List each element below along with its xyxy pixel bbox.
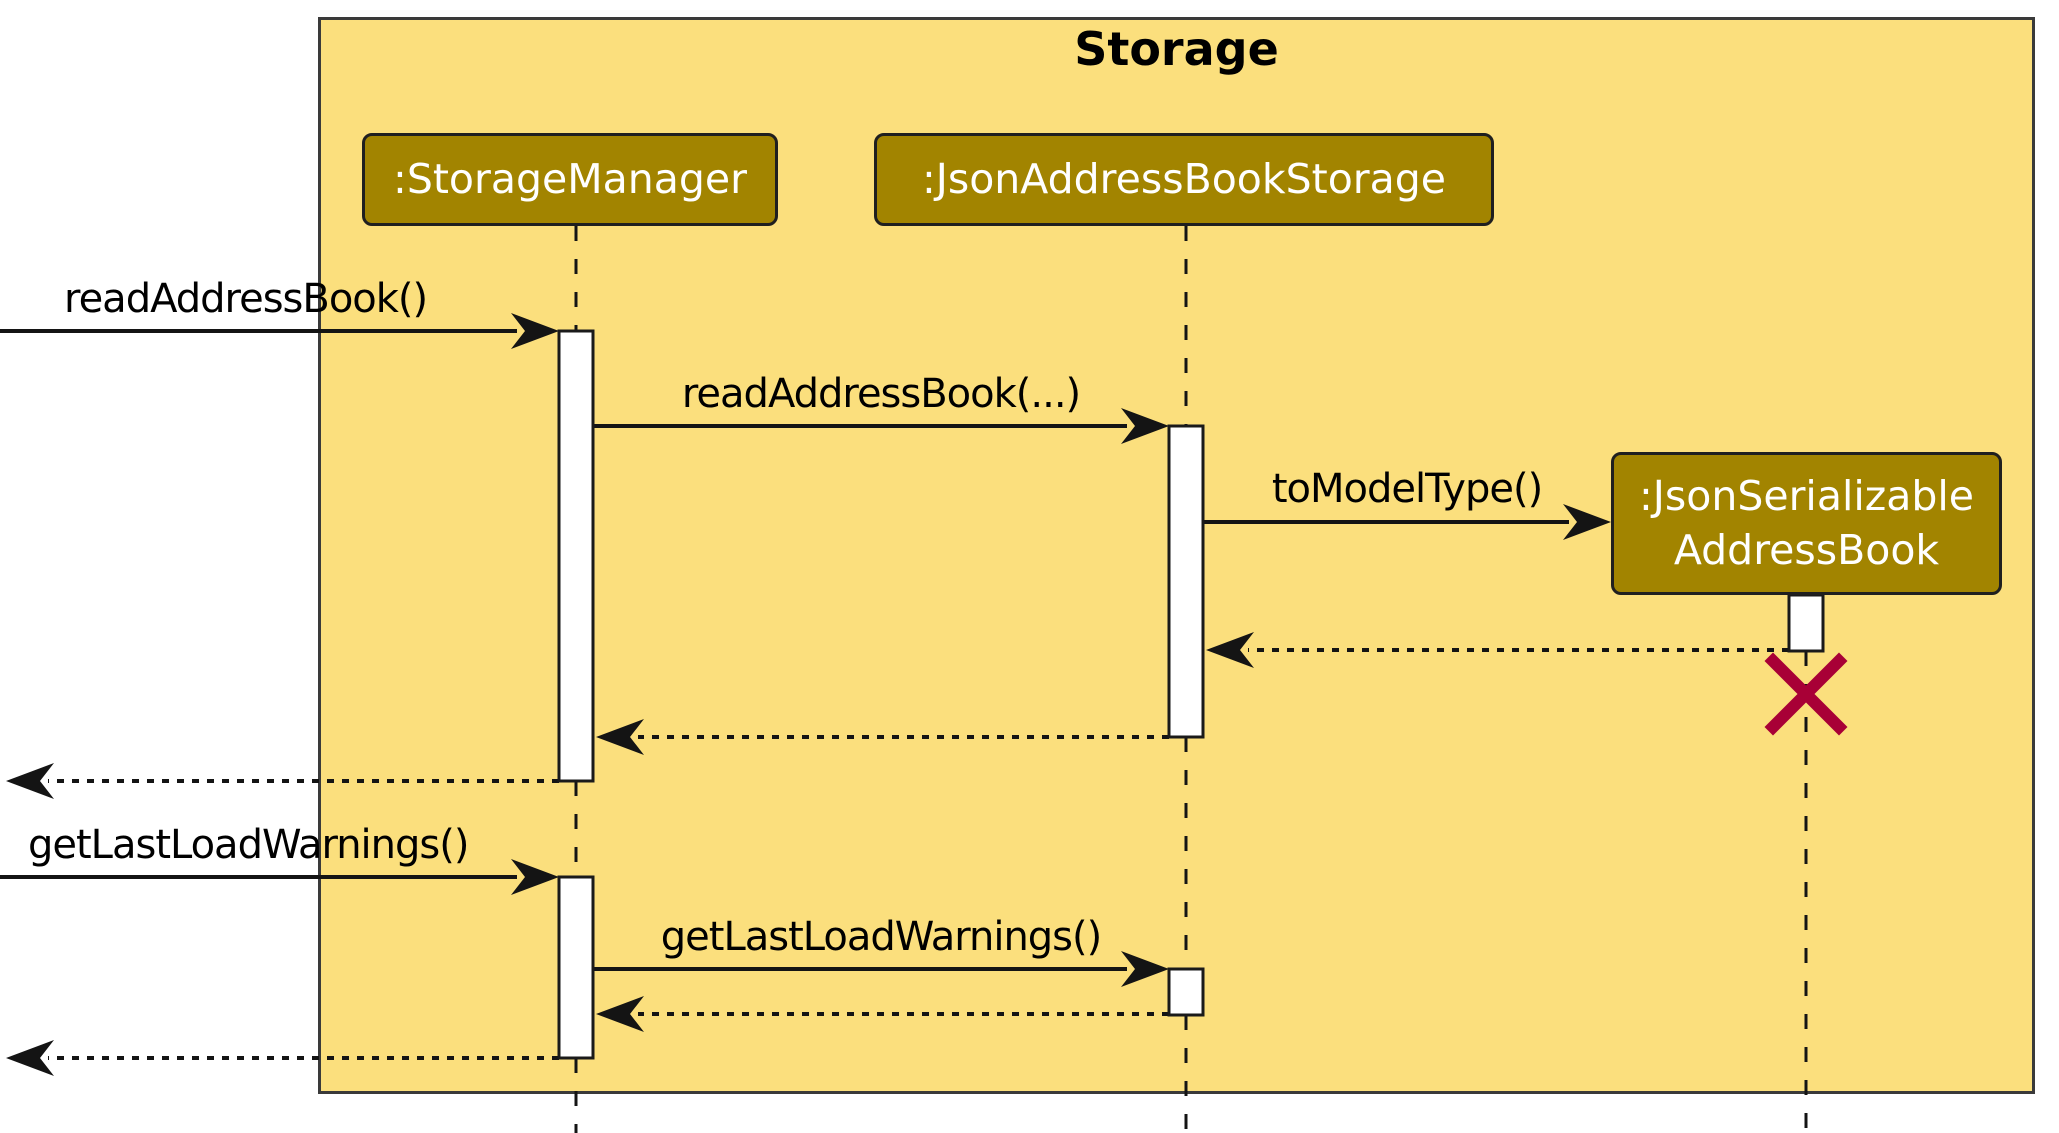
return-arrowheads xyxy=(6,632,1254,1076)
destroy-x-icon xyxy=(1764,652,1848,736)
arrowhead-left-icon xyxy=(6,1040,54,1076)
arrowhead-right-icon xyxy=(1563,504,1611,540)
activation-bars xyxy=(557,329,1825,1060)
participant-label: :StorageManager xyxy=(393,154,747,203)
frame-title: Storage xyxy=(1074,22,1279,76)
activation-bar-json-address-book-storage-2 xyxy=(1167,967,1205,1017)
return-arrows xyxy=(48,648,1789,1060)
arrowhead-left-icon xyxy=(596,719,644,755)
participant-json-serializable-address-book: :JsonSerializable AddressBook xyxy=(1611,452,2002,595)
message-label-get-last-load-warnings-internal: getLastLoadWarnings() xyxy=(660,914,1102,960)
message-label-get-last-load-warnings: getLastLoadWarnings() xyxy=(28,822,469,868)
message-label-read-address-book-internal: readAddressBook(...) xyxy=(681,371,1081,417)
call-arrows xyxy=(0,329,1569,971)
message-label-to-model-type: toModelType() xyxy=(1271,466,1543,512)
arrowhead-right-icon xyxy=(511,859,559,895)
arrowhead-right-icon xyxy=(1121,408,1169,444)
lifelines xyxy=(574,226,1808,1133)
arrowhead-left-icon xyxy=(6,763,54,799)
call-arrowheads xyxy=(511,313,1611,987)
participant-label-line1: :JsonSerializable xyxy=(1638,472,1975,521)
participant-label: :JsonAddressBookStorage xyxy=(921,154,1447,203)
activation-bar-storage-manager-1 xyxy=(557,329,595,783)
participant-json-address-book-storage: :JsonAddressBookStorage xyxy=(874,133,1494,226)
activation-bar-json-serializable xyxy=(1787,593,1825,653)
activation-bar-storage-manager-2 xyxy=(557,875,595,1060)
participant-label-line2: AddressBook xyxy=(1673,525,1940,574)
arrowhead-left-icon xyxy=(1206,632,1254,668)
arrowhead-left-icon xyxy=(596,996,644,1032)
arrowhead-right-icon xyxy=(1121,951,1169,987)
participant-storage-manager: :StorageManager xyxy=(362,133,778,226)
arrowhead-right-icon xyxy=(511,313,559,349)
activation-bar-json-address-book-storage-1 xyxy=(1167,424,1205,739)
message-label-read-address-book: readAddressBook() xyxy=(64,276,428,322)
